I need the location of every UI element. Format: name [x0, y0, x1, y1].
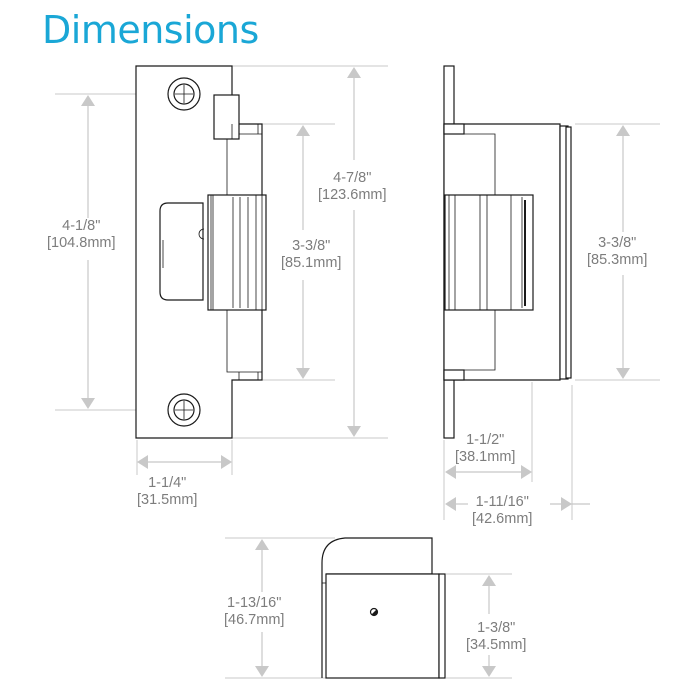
dim-inch: 3-3/8" [598, 235, 637, 251]
page-title: Dimensions [42, 8, 259, 52]
dim-mm: [31.5mm] [137, 492, 198, 508]
dim-inch: 1-13/16" [227, 595, 282, 611]
dim-mm: [123.6mm] [318, 187, 387, 203]
dim-label-side-body-height: 3-3/8" [85.3mm] [587, 235, 648, 269]
dim-label-top-overall-width: 1-13/16" [46.7mm] [224, 595, 285, 629]
dim-label-body-depth: 1-1/2" [38.1mm] [455, 432, 515, 466]
dim-inch: 4-7/8" [333, 170, 372, 186]
screw-icon [167, 393, 201, 427]
side-view [443, 65, 660, 520]
dim-mm: [104.8mm] [47, 235, 116, 251]
dim-mm: [85.1mm] [281, 255, 342, 271]
screw-icon [167, 77, 201, 111]
front-view [55, 65, 388, 475]
dim-label-front-body-height: 3-3/8" [85.1mm] [281, 238, 342, 272]
top-view [225, 537, 512, 679]
dim-inch: 3-3/8" [292, 238, 331, 254]
dim-inch: 1-11/16" [475, 494, 529, 510]
dim-inch: 1-1/2" [466, 432, 505, 448]
dim-mm: [42.6mm] [472, 511, 533, 527]
dim-label-top-body-width: 1-3/8" [34.5mm] [466, 620, 527, 654]
dim-inch: 1-1/4" [148, 475, 187, 491]
dim-label-faceplate-width: 1-1/4" [31.5mm] [137, 475, 198, 509]
screw-icon [369, 607, 379, 617]
dim-label-overall-depth: 1-11/16" [42.6mm] [472, 494, 533, 528]
dim-mm: [34.5mm] [466, 637, 527, 653]
dim-mm: [38.1mm] [455, 449, 516, 465]
dim-inch: 1-3/8" [477, 620, 516, 636]
dim-label-overall-height: 4-7/8" [123.6mm] [318, 170, 387, 204]
dim-inch: 4-1/8" [62, 218, 101, 234]
dim-mm: [46.7mm] [224, 612, 285, 628]
dim-label-faceplate-height: 4-1/8" [104.8mm] [47, 218, 116, 252]
dim-mm: [85.3mm] [587, 252, 648, 268]
